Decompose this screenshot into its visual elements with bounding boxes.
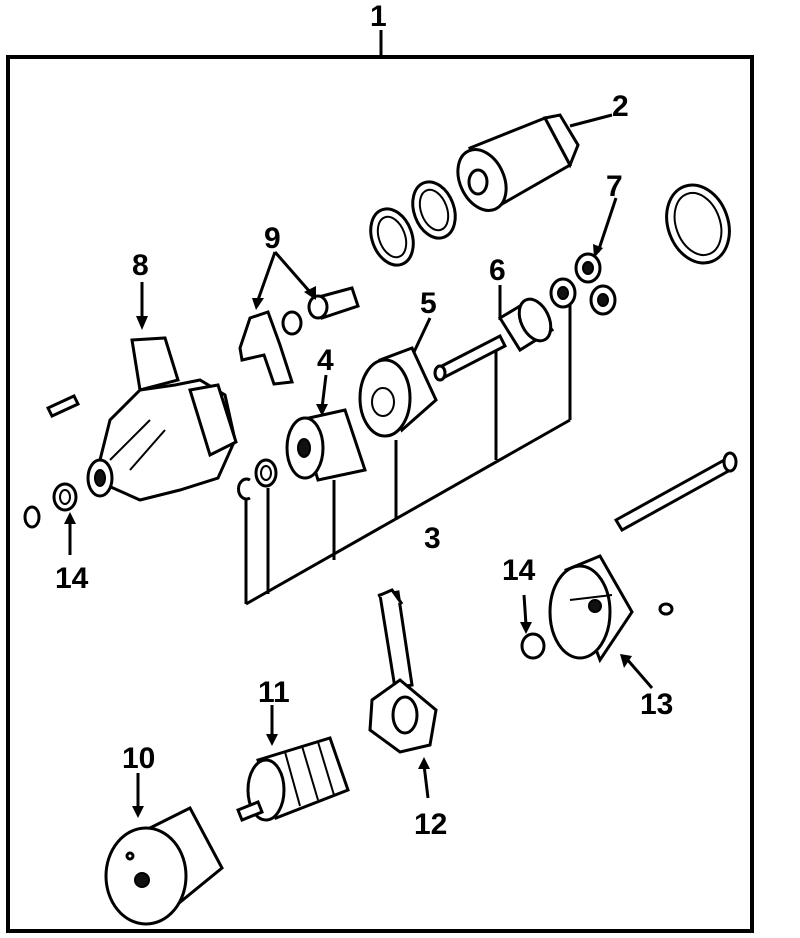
leader-2 (569, 113, 613, 128)
leader-7 (596, 197, 618, 253)
gasket-ring-2 (411, 180, 457, 240)
through-bolt (613, 455, 737, 533)
callout-13: 13 (640, 688, 673, 721)
callout-7: 7 (606, 170, 623, 203)
seal-ring (665, 183, 731, 265)
leader-5 (412, 317, 432, 353)
callout-1: 1 (370, 0, 387, 33)
washer (254, 458, 278, 488)
leader-12 (422, 764, 430, 799)
callout-11: 11 (258, 676, 290, 709)
bushing-right (520, 632, 546, 660)
rear-cover (548, 554, 634, 664)
callout-10: 10 (122, 742, 155, 775)
leader-13 (624, 657, 654, 689)
field-frame (104, 806, 224, 926)
callout-4: 4 (317, 344, 334, 377)
pinion-clutch (285, 408, 367, 482)
armature (236, 736, 350, 822)
group-bracket-3 (244, 305, 572, 606)
o-ring-left (23, 505, 41, 529)
output-shaft (433, 297, 555, 382)
shift-lever (238, 286, 360, 386)
callout-9: 9 (264, 222, 281, 255)
housing-screw (45, 394, 81, 418)
brush-holder (368, 588, 438, 754)
gear-housing (358, 346, 438, 438)
callout-2: 2 (612, 90, 629, 123)
callout-6: 6 (489, 254, 506, 287)
assembly-frame (6, 55, 754, 933)
front-housing (86, 336, 238, 502)
bearing-set (549, 252, 617, 316)
gasket-ring-1 (369, 207, 415, 267)
callout-8: 8 (132, 249, 149, 282)
leader-14b (522, 594, 528, 626)
leader-4 (320, 374, 328, 409)
callout-12: 12 (414, 808, 447, 841)
callout-14-right: 14 (502, 554, 536, 587)
leader-9a (256, 251, 277, 301)
callout-3: 3 (424, 522, 441, 555)
solenoid-part (456, 113, 580, 212)
snap-ring (237, 477, 251, 501)
callout-5: 5 (420, 287, 437, 320)
leader-9b (273, 251, 312, 293)
callout-14-left: 14 (55, 562, 89, 595)
cover-screw (658, 602, 674, 616)
bushing-left (52, 482, 78, 512)
